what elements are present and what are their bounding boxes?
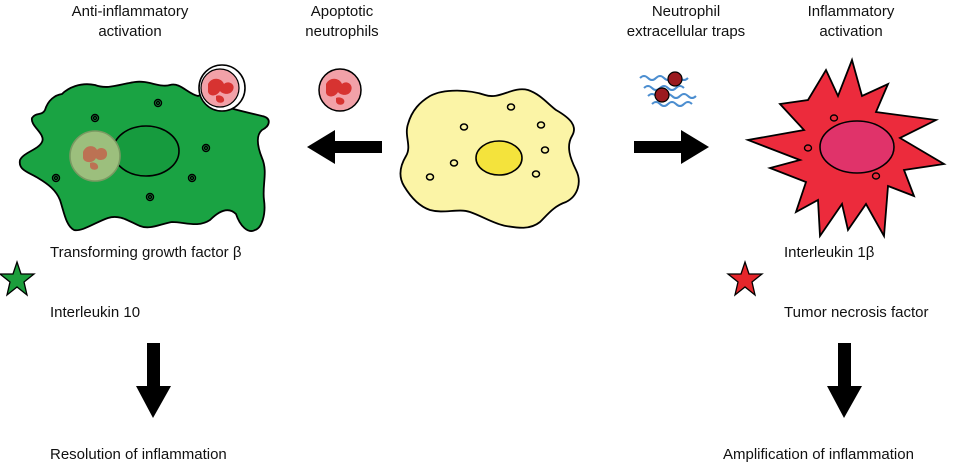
neutrophil-being-engulfed xyxy=(198,64,246,112)
inflammatory-macrophage xyxy=(744,57,947,240)
left-down-arrow xyxy=(136,343,171,418)
anti-inflammatory-macrophage xyxy=(18,64,270,232)
neutrophil-extracellular-traps-label: Neutrophil extracellular traps xyxy=(626,3,746,40)
amplification-of-inflammation-label: Amplification of inflammation xyxy=(723,446,914,463)
resting-macrophage xyxy=(399,88,580,229)
interleukin-1-beta-label: Interleukin 1β xyxy=(784,244,875,261)
transforming-growth-factor-beta-label: Transforming growth factor β xyxy=(50,244,242,261)
anti-inflammatory-nucleus xyxy=(112,125,180,177)
tumor-necrosis-factor-label: Tumor necrosis factor xyxy=(784,304,929,321)
inflammatory-nucleus xyxy=(819,120,895,174)
resting-nucleus xyxy=(475,140,523,176)
apoptotic-neutrophils-label: Apoptotic neutrophils xyxy=(305,3,379,40)
interleukin-10-label: Interleukin 10 xyxy=(50,304,141,321)
apoptotic-neutrophil xyxy=(318,68,362,112)
green-star-icon xyxy=(0,259,36,297)
neutrophil-extracellular-traps xyxy=(639,71,697,107)
anti-inflammatory-vesicles xyxy=(51,98,211,202)
inflammatory-vesicles xyxy=(803,114,881,180)
left-horizontal-arrow xyxy=(307,130,382,164)
inflammatory-activation-label: Inflammatory activation xyxy=(807,3,895,40)
resolution-of-inflammation-label: Resolution of inflammation xyxy=(50,446,227,463)
red-star-icon xyxy=(726,259,764,297)
engulfed-neutrophil-inside xyxy=(69,130,121,182)
right-horizontal-arrow xyxy=(634,130,709,164)
anti-inflammatory-activation-label: Anti-inflammatory activation xyxy=(71,3,189,40)
right-down-arrow xyxy=(827,343,862,418)
resting-vesicles xyxy=(425,103,550,181)
